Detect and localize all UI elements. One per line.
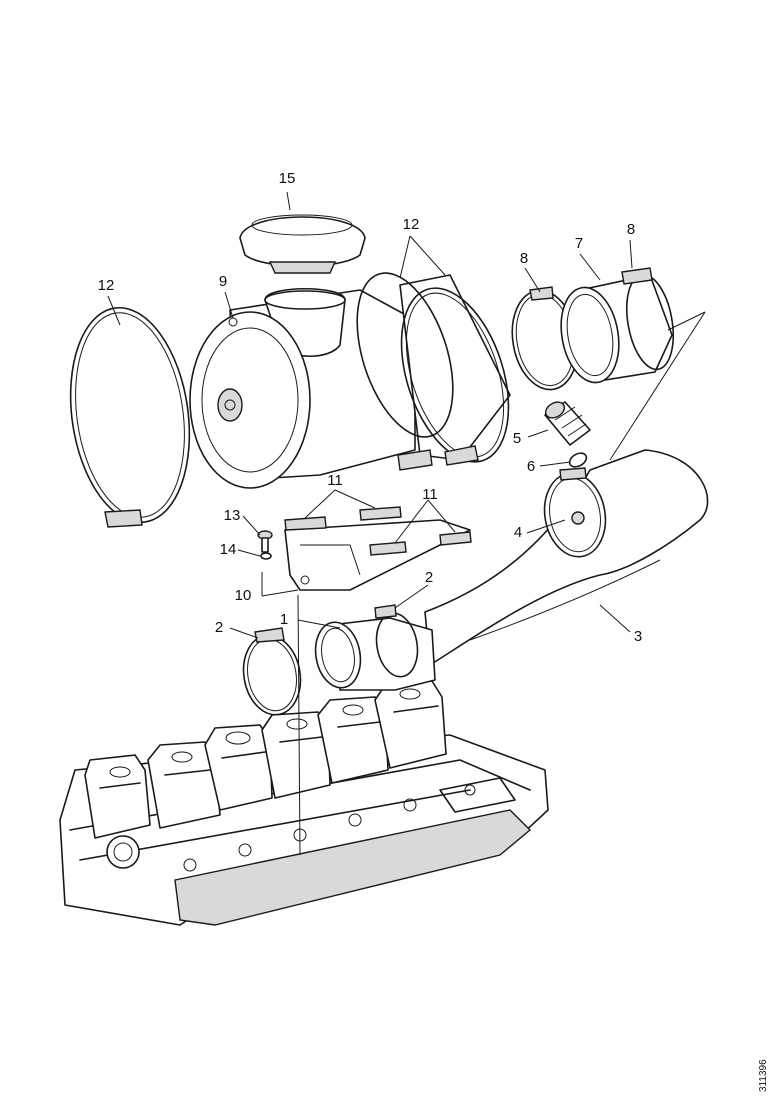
callout-11-right: 11 [422, 486, 438, 503]
bolt-and-washer [257, 530, 273, 560]
air-cleaner-housing [189, 288, 416, 489]
callout-1: 1 [280, 611, 288, 628]
intake-manifold [59, 680, 549, 926]
cover [239, 214, 366, 274]
callout-4: 4 [514, 524, 522, 541]
callout-6: 6 [527, 458, 535, 475]
callout-8-right: 8 [627, 221, 635, 238]
reference-number: 311396 [758, 1059, 769, 1092]
callout-12-left: 12 [98, 277, 115, 294]
sleeve-with-clamps [511, 267, 675, 391]
callout-15: 15 [279, 170, 296, 187]
callout-5: 5 [513, 430, 521, 447]
callout-9: 9 [219, 273, 227, 290]
callout-14: 14 [220, 541, 237, 558]
hose-and-clamps [242, 604, 436, 716]
callout-2-left: 2 [215, 619, 223, 636]
air-pipe [424, 449, 709, 666]
callout-11-left: 11 [327, 472, 343, 489]
callout-13: 13 [224, 507, 241, 524]
callout-12-right: 12 [403, 216, 420, 233]
callout-3: 3 [634, 628, 642, 645]
outlet-cylinder [356, 272, 511, 471]
callout-7: 7 [575, 235, 583, 252]
leader-lines [107, 191, 706, 856]
callout-2-right: 2 [425, 569, 433, 586]
callout-labels: 15 12 12 9 8 7 8 5 6 4 3 11 11 13 14 10 … [98, 170, 643, 645]
callout-8-left: 8 [520, 250, 528, 267]
callout-10: 10 [235, 587, 252, 604]
sensor-and-seal [544, 401, 591, 468]
clamp-ring-left [69, 306, 191, 528]
bracket-plate [284, 506, 472, 591]
